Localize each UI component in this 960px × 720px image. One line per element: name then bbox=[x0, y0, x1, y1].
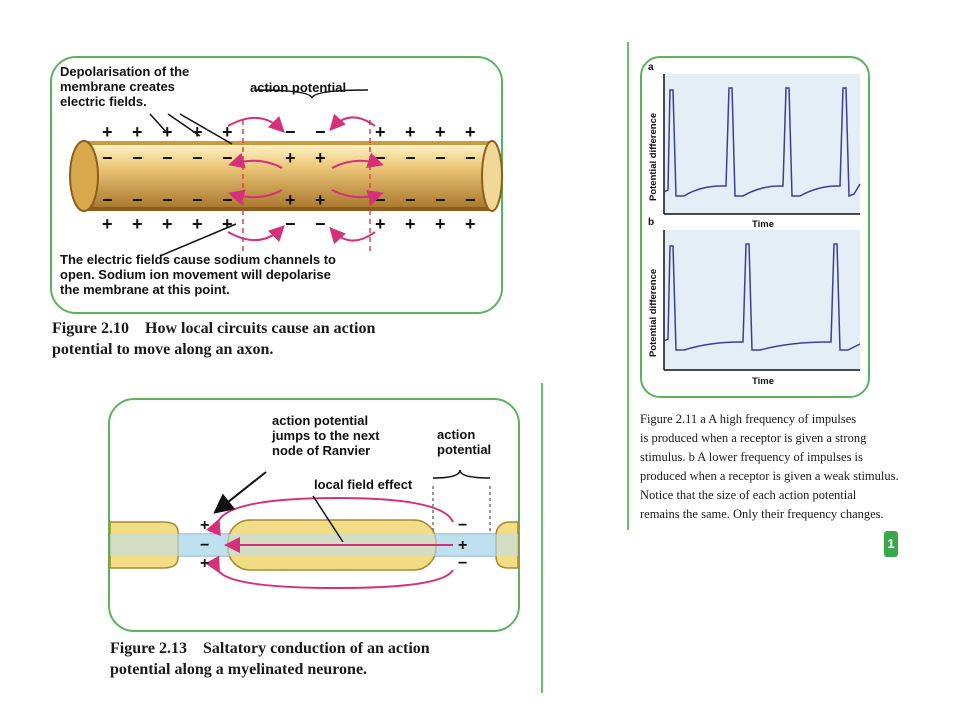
svg-text:−: − bbox=[405, 148, 416, 168]
svg-text:+: + bbox=[102, 214, 113, 234]
svg-text:+: + bbox=[315, 148, 326, 168]
svg-text:+: + bbox=[222, 214, 233, 234]
axon-right-end bbox=[481, 140, 503, 212]
svg-text:+: + bbox=[192, 214, 203, 234]
local-circuit-arrows bbox=[227, 113, 384, 245]
label-pointers bbox=[149, 89, 369, 257]
figure-2-13-frame bbox=[108, 398, 520, 632]
trace-b bbox=[663, 243, 861, 351]
xlabel-b: Time bbox=[752, 376, 774, 387]
svg-text:−: − bbox=[132, 148, 143, 168]
page-badge[interactable]: 1 bbox=[884, 531, 898, 557]
svg-text:−: − bbox=[435, 148, 446, 168]
action-potential-label-213: action potential bbox=[437, 427, 492, 457]
svg-text:−: − bbox=[200, 537, 209, 554]
electric-fields-label: The electric fields cause sodium channel… bbox=[60, 252, 336, 297]
node-charges: + − + − + − bbox=[200, 517, 467, 572]
figure-2-13-caption: Figure 2.13 Saltatory conduction of an a… bbox=[110, 640, 430, 678]
xlabel-a: Time bbox=[752, 219, 774, 230]
svg-text:−: − bbox=[405, 190, 416, 210]
panel-a-label: a bbox=[648, 62, 654, 73]
svg-text:−: − bbox=[102, 148, 113, 168]
svg-text:+: + bbox=[200, 555, 209, 572]
figure-2-11-charts: a Potential difference Time b Potential … bbox=[648, 62, 861, 387]
svg-text:+: + bbox=[458, 537, 467, 554]
inner-charges-bottom: −−−−− ++ −−−− bbox=[102, 190, 476, 210]
svg-text:−: − bbox=[375, 190, 386, 210]
axon-left-end bbox=[69, 140, 99, 212]
svg-text:−: − bbox=[162, 190, 173, 210]
svg-text:+: + bbox=[375, 122, 386, 142]
svg-text:−: − bbox=[222, 190, 233, 210]
svg-text:−: − bbox=[102, 190, 113, 210]
svg-text:−: − bbox=[435, 190, 446, 210]
svg-text:+: + bbox=[132, 214, 143, 234]
svg-text:−: − bbox=[315, 214, 326, 234]
action-potential-bracket bbox=[432, 469, 491, 479]
svg-text:−: − bbox=[458, 517, 467, 534]
svg-text:−: − bbox=[465, 190, 476, 210]
svg-text:+: + bbox=[285, 190, 296, 210]
svg-text:−: − bbox=[285, 214, 296, 234]
svg-text:+: + bbox=[192, 122, 203, 142]
jump-arrow bbox=[213, 471, 267, 514]
figure-2-13-number: Figure 2.13 bbox=[110, 640, 188, 657]
svg-text:+: + bbox=[465, 122, 476, 142]
divider-fig213 bbox=[541, 383, 543, 693]
trace-a bbox=[663, 87, 861, 198]
svg-text:−: − bbox=[132, 190, 143, 210]
svg-text:+: + bbox=[435, 122, 446, 142]
svg-text:−: − bbox=[285, 122, 296, 142]
svg-text:−: − bbox=[465, 148, 476, 168]
panel-b-label: b bbox=[648, 217, 654, 228]
local-field-effect-label: local field effect bbox=[314, 477, 413, 492]
svg-text:+: + bbox=[162, 214, 173, 234]
outer-current-arrow-top bbox=[205, 496, 454, 537]
svg-text:+: + bbox=[405, 122, 416, 142]
svg-text:+: + bbox=[435, 214, 446, 234]
svg-text:−: − bbox=[192, 190, 203, 210]
svg-text:+: + bbox=[465, 214, 476, 234]
figure-2-10-number: Figure 2.10 bbox=[52, 320, 130, 337]
svg-text:+: + bbox=[222, 122, 233, 142]
svg-text:−: − bbox=[162, 148, 173, 168]
svg-text:−: − bbox=[192, 148, 203, 168]
inner-charges-top: −−−−− ++ −−−− bbox=[102, 148, 476, 168]
outer-charges-bottom: + + + + + −− + + + + bbox=[102, 214, 476, 234]
plot-a-bg bbox=[664, 74, 860, 214]
svg-text:+: + bbox=[375, 214, 386, 234]
svg-text:+: + bbox=[315, 190, 326, 210]
ylabel-b: Potential difference bbox=[648, 269, 659, 357]
jumps-label: action potential jumps to the next node … bbox=[272, 413, 380, 458]
figure-2-11-caption: Figure 2.11 a A high frequency of impuls… bbox=[640, 412, 899, 521]
svg-text:+: + bbox=[405, 214, 416, 234]
outer-charges-top: + + + + + −− + + + + bbox=[102, 122, 476, 142]
svg-text:+: + bbox=[285, 148, 296, 168]
svg-text:−: − bbox=[222, 148, 233, 168]
depolarisation-label: Depolarisation of the membrane creates e… bbox=[60, 64, 190, 109]
svg-text:+: + bbox=[200, 517, 209, 534]
divider-fig211 bbox=[627, 42, 629, 530]
outer-current-arrow-bottom bbox=[205, 555, 454, 590]
svg-text:−: − bbox=[375, 148, 386, 168]
figure-2-10-diagram: +++++ −− ++++ −−−−− ++ −−−− −−−−− ++ −−−… bbox=[69, 89, 503, 257]
svg-text:+: + bbox=[102, 122, 113, 142]
figure-2-13-diagram: + − + − + − bbox=[109, 469, 519, 590]
figure-2-10-caption: Figure 2.10 How local circuits cause an … bbox=[52, 320, 376, 358]
ylabel-a: Potential difference bbox=[648, 113, 659, 201]
action-potential-label-210: action potential bbox=[250, 80, 347, 95]
svg-text:+: + bbox=[162, 122, 173, 142]
svg-text:−: − bbox=[315, 122, 326, 142]
axon-cylinder bbox=[82, 144, 492, 208]
svg-text:−: − bbox=[458, 555, 467, 572]
svg-text:+: + bbox=[132, 122, 143, 142]
